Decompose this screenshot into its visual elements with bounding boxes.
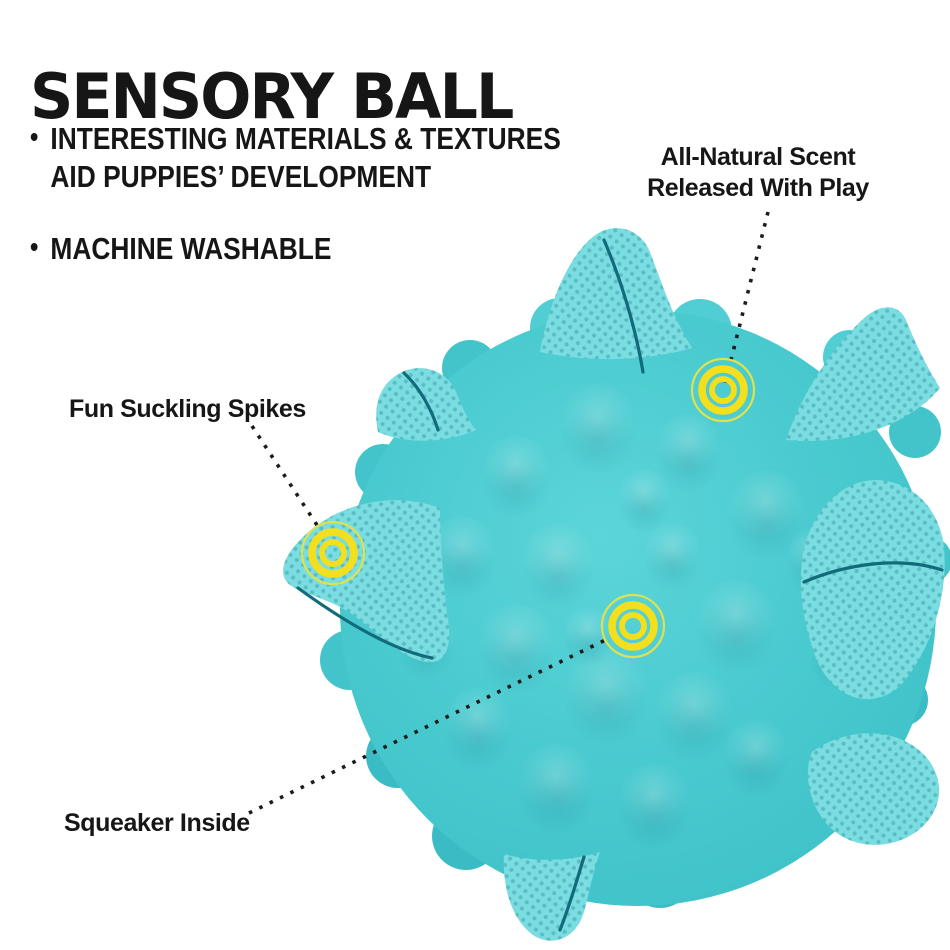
spike-upper-right [786,307,940,441]
spike-top-left [376,368,476,441]
squeaker-callout-line [248,627,629,815]
spike-right [800,480,945,700]
spikes-callout-label: Fun Suckling Spikes [69,395,306,423]
feature-line: AID PUPPIES’ DEVELOPMENT [50,158,432,194]
spikes-target-icon [300,520,366,586]
spike-left [283,500,450,663]
squeaker-target-icon [600,593,666,659]
page-title: SENSORY BALL [30,59,514,133]
spikes-callout-line [250,425,336,552]
feature-line: INTERESTING MATERIALS & TEXTURES [50,121,561,156]
feature-item-textures: • INTERESTING MATERIALS & TEXTURES AID P… [30,120,561,196]
scent-callout-line2: Released With Play [647,173,869,202]
spike-lower-right [807,733,940,845]
spike-top [540,228,692,374]
feature-item-washable: • MACHINE WASHABLE [30,230,561,268]
spike-bottom [503,852,600,941]
feature-list: • INTERESTING MATERIALS & TEXTURES AID P… [30,120,561,301]
feature-line: MACHINE WASHABLE [50,230,332,266]
scent-callout-line [722,211,770,389]
bullet-icon: • [30,121,39,152]
squeaker-callout-label: Squeaker Inside [64,809,250,837]
scent-target-icon [690,357,756,423]
scent-callout-label: All-Natural Scent Released With Play [633,142,883,203]
bullet-icon: • [30,230,39,262]
scent-callout-line1: All-Natural Scent [660,143,856,171]
